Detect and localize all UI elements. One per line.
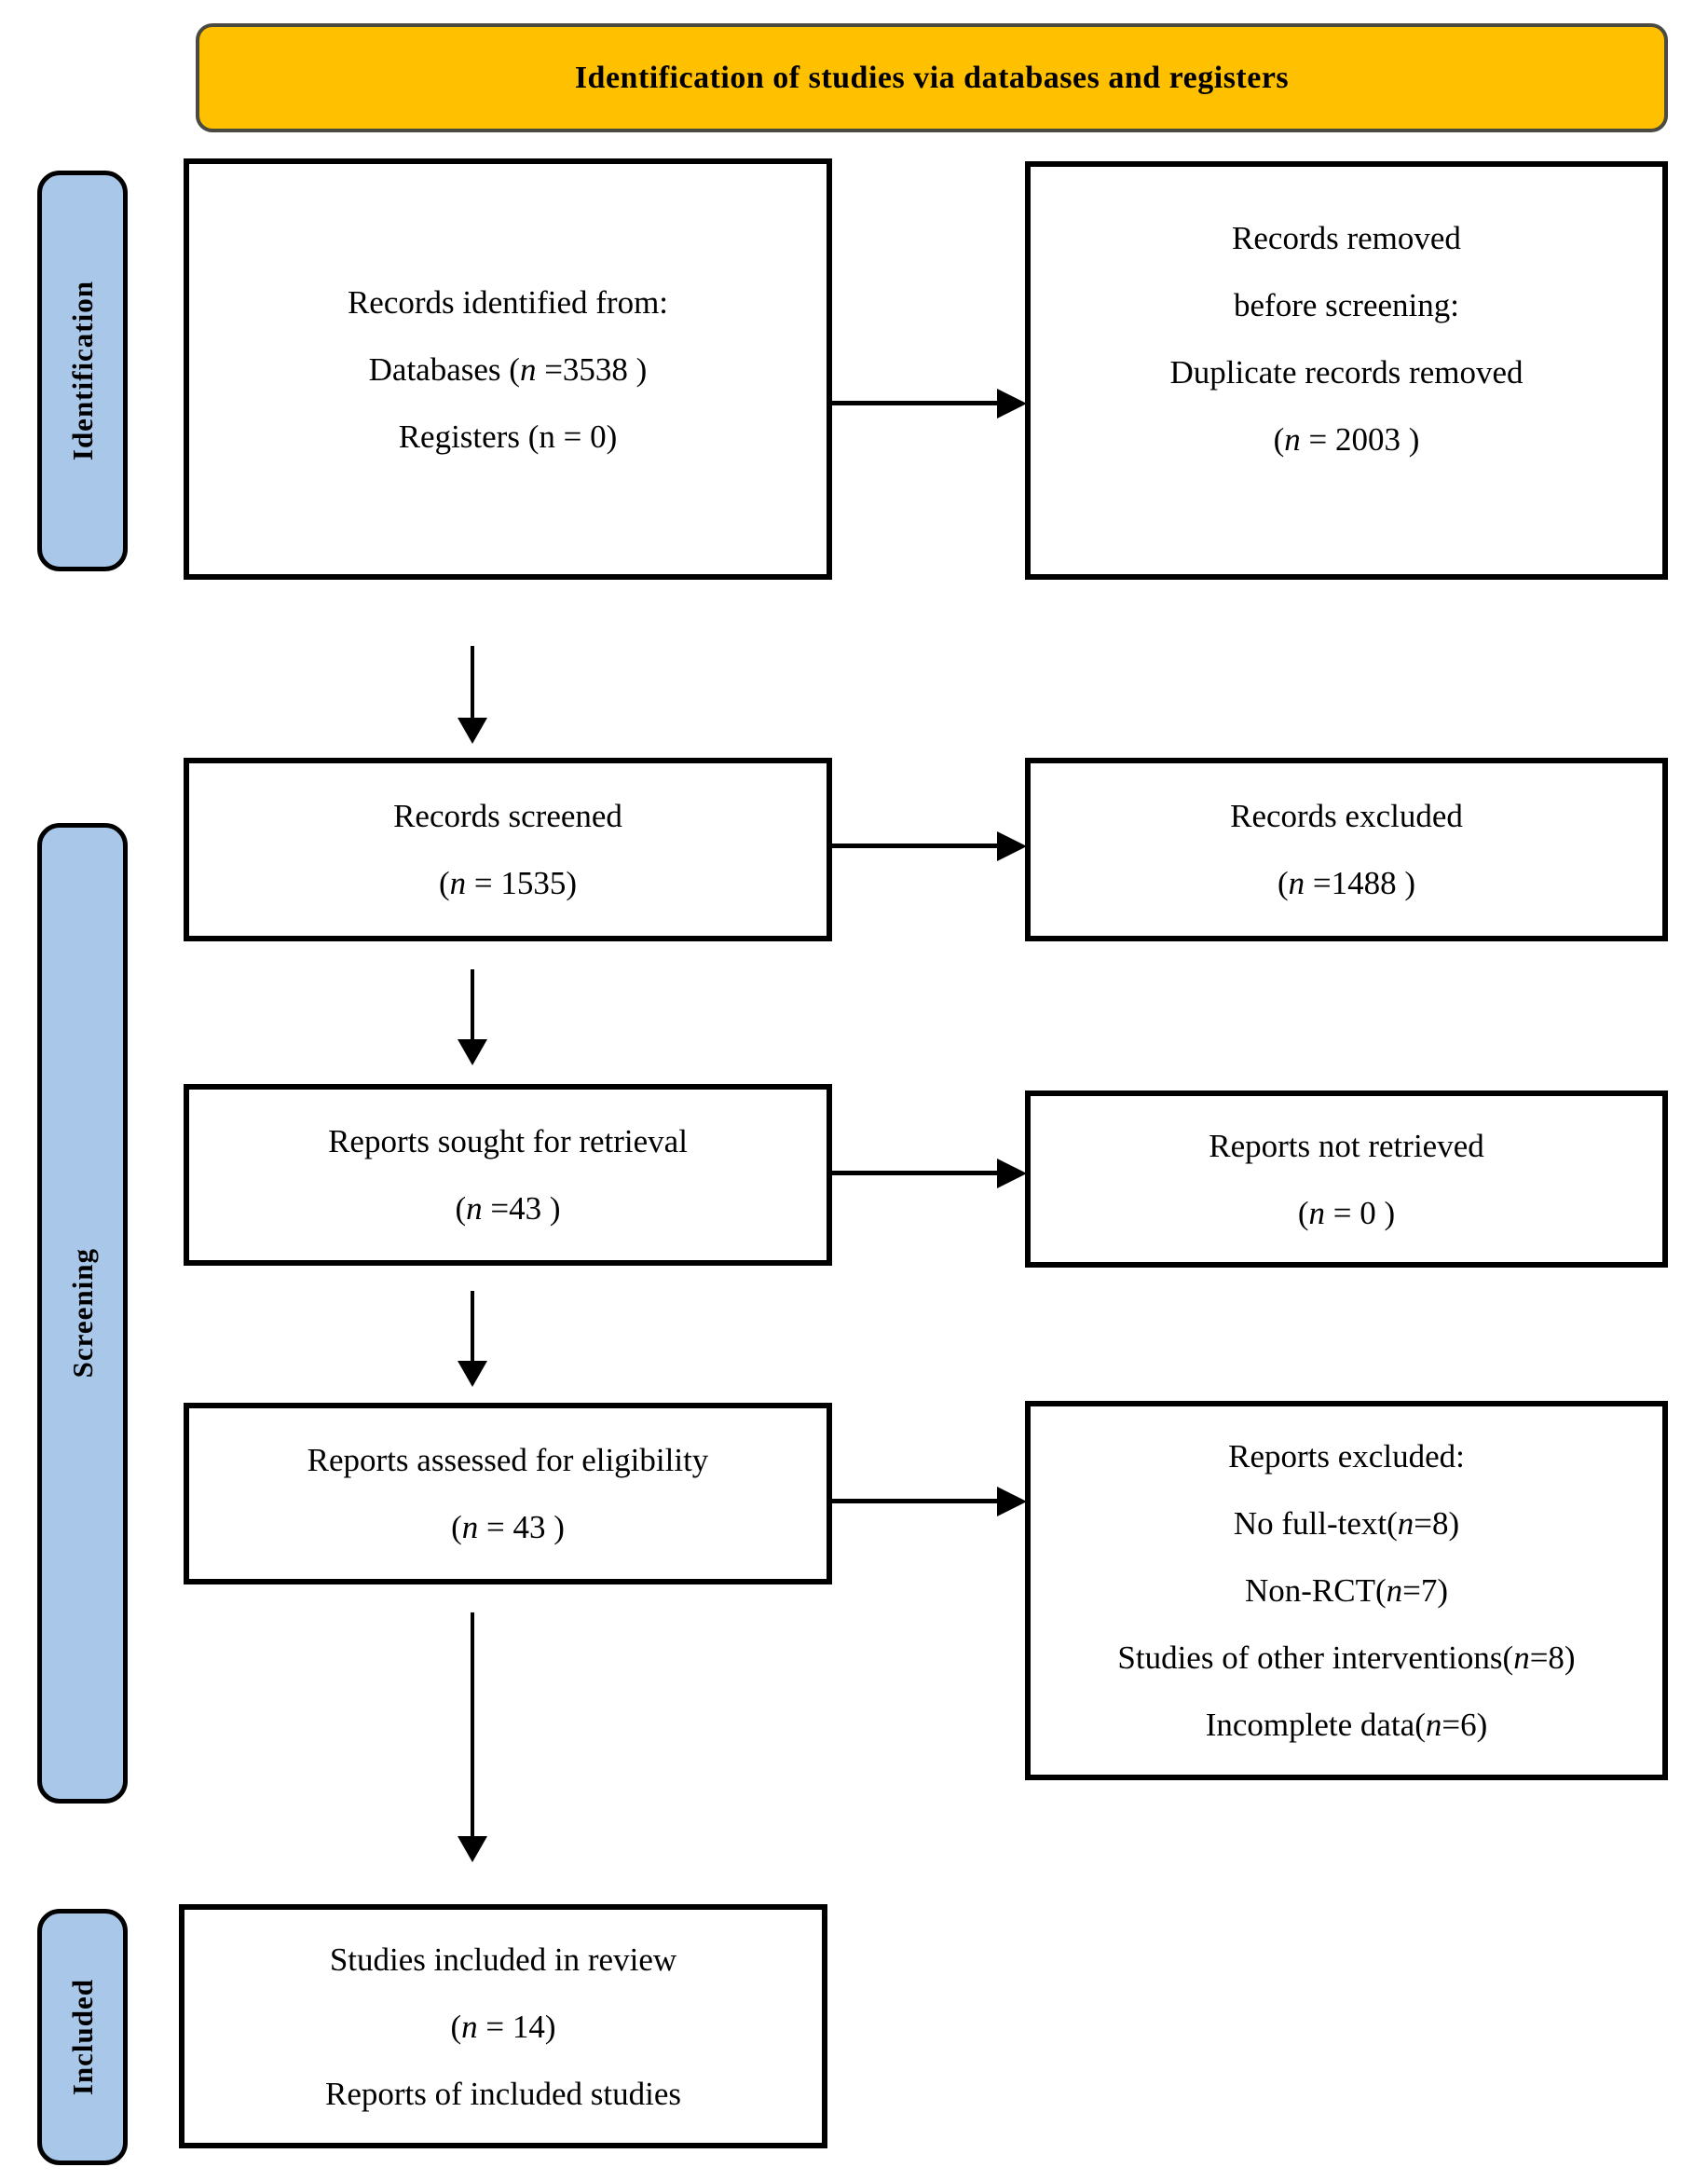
text-line: No full-text(n=8) [1233,1505,1460,1542]
arrow-stem [832,1499,1000,1503]
box-records-removed-text: Records removed before screening: Duplicat… [1169,222,1523,456]
stage-screening-label: Screening [65,1248,99,1379]
arrow-stem [471,969,474,1042]
arrow-head-right-icon [997,1159,1027,1188]
text-line: Non-RCT(n=7) [1244,1572,1449,1609]
text-line: Records screened [393,798,622,834]
arrow-stem [832,844,1000,848]
stage-identification-label: Identification [65,281,99,461]
box-reports-not-retrieved: Reports not retrieved (n = 0 ) [1025,1090,1668,1268]
text-line: Records removed [1232,220,1461,256]
text-line: (n = 14) [450,2008,556,2045]
box-records-removed: Records removed before screening: Duplicat… [1025,161,1668,580]
box-records-screened-text: Records screened (n = 1535) [393,800,622,899]
text-line: Studies included in review [329,1941,677,1978]
arrow-head-right-icon [997,1487,1027,1516]
text-line: Databases (n =3538 ) [368,350,648,388]
arrow-stem [832,1171,1000,1175]
text-line: (n =1488 ) [1277,865,1416,901]
text-line: Duplicate records removed [1169,354,1524,391]
text-line: Reports excluded: [1228,1438,1465,1475]
box-reports-excluded: Reports excluded: No full-text(n=8) Non-RC… [1025,1401,1668,1780]
box-records-excluded-text: Records excluded (n =1488 ) [1230,800,1463,899]
box-records-excluded: Records excluded (n =1488 ) [1025,758,1668,941]
stage-screening: Screening [37,823,128,1804]
text-line: (n =43 ) [455,1190,561,1227]
arrow-head-down-icon [458,1039,487,1065]
box-reports-sought: Reports sought for retrieval (n =43 ) [184,1084,832,1266]
arrow-head-right-icon [997,389,1027,418]
box-records-screened: Records screened (n = 1535) [184,758,832,941]
text-line: (n = 0 ) [1297,1194,1396,1231]
text-line: Studies of other interventions(n=8) [1117,1639,1576,1676]
text-line: Registers (n = 0) [398,418,618,455]
box-records-identified-text: Records identified from: Databases (n =35… [348,286,668,453]
stage-identification: Identification [37,171,128,571]
text-line: before screening: [1234,287,1459,323]
text-line: Reports of included studies [324,2075,682,2112]
box-reports-assessed-text: Reports assessed for eligibility (n = 43 … [307,1444,709,1543]
arrow-head-down-icon [458,1836,487,1862]
text-line: Incomplete data(n=6) [1205,1707,1488,1743]
stage-included: Included [37,1909,128,2165]
text-line: Records identified from: [347,283,669,321]
arrow-head-down-icon [458,718,487,744]
arrow-stem [832,401,1000,405]
text-line: Reports sought for retrieval [328,1123,688,1159]
arrow-stem [471,1291,474,1364]
text-line: Reports not retrieved [1209,1127,1484,1164]
banner-title: Identification of studies via databases … [574,60,1290,95]
arrow-stem [471,1612,474,1839]
stage-included-label: Included [65,1978,99,2096]
text-line: (n = 1535) [438,865,578,901]
box-reports-assessed: Reports assessed for eligibility (n = 43 … [184,1403,832,1584]
box-records-identified: Records identified from: Databases (n =35… [184,158,832,580]
text-line: Records excluded [1230,798,1463,834]
text-line: Reports assessed for eligibility [307,1442,709,1478]
text-line: (n = 43 ) [451,1509,565,1545]
arrow-stem [471,646,474,720]
box-reports-not-retrieved-text: Reports not retrieved (n = 0 ) [1209,1130,1483,1229]
arrow-head-right-icon [997,831,1027,861]
box-reports-sought-text: Reports sought for retrieval (n =43 ) [328,1125,688,1225]
box-studies-included: Studies included in review (n = 14) Report… [179,1904,827,2148]
box-studies-included-text: Studies included in review (n = 14) Report… [325,1943,681,2110]
arrow-head-down-icon [458,1361,487,1387]
box-reports-excluded-text: Reports excluded: No full-text(n=8) Non-RC… [1117,1440,1575,1741]
banner: Identification of studies via databases … [196,23,1668,132]
text-line: (n = 2003 ) [1273,421,1420,458]
